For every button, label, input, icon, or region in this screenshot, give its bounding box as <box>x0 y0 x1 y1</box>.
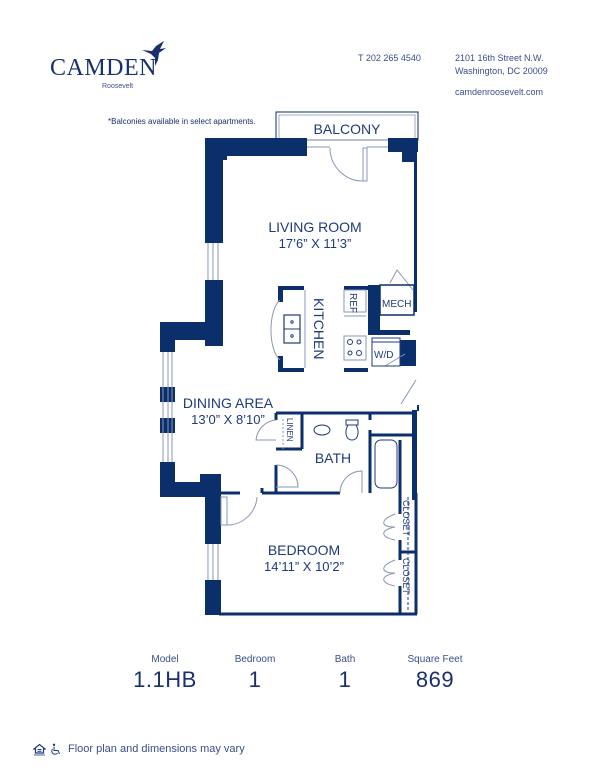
label-closet-2: CLOSET <box>401 558 411 595</box>
stat-model-value: 1.1HB <box>133 667 197 692</box>
label-closet-1: CLOSET <box>401 500 411 537</box>
stat-bath: Bath 1 <box>300 654 390 693</box>
refrigerator-icon <box>343 289 367 313</box>
phone-number: T 202 265 4540 <box>358 53 421 63</box>
stat-square-feet: Square Feet 869 <box>390 654 480 693</box>
label-living-room: LIVING ROOM <box>268 219 361 235</box>
label-mech: MECH <box>382 299 411 310</box>
hummingbird-icon <box>142 41 166 66</box>
label-dining-area: DINING AREA <box>183 395 274 411</box>
washer-dryer-icon <box>371 337 401 367</box>
stat-bedroom-label: Bedroom <box>234 654 276 665</box>
address: 2101 16th Street N.W. Washington, DC 200… <box>455 52 548 78</box>
balcony-note: *Balconies available in select apartment… <box>108 117 256 126</box>
address-line-2: Washington, DC 20009 <box>455 66 548 76</box>
brand-name: CAMDEN <box>50 55 158 81</box>
exterior-walls <box>160 138 419 615</box>
stat-sqft-value: 869 <box>415 667 455 692</box>
stat-model: Model 1.1HB <box>120 654 210 693</box>
label-ref: REF <box>347 293 358 313</box>
stat-bath-value: 1 <box>338 667 352 692</box>
stat-bedroom-value: 1 <box>248 667 262 692</box>
stat-bath-label: Bath <box>334 654 356 665</box>
dim-dining-area: 13’0” X 8’10” <box>191 412 265 427</box>
doors <box>220 146 417 612</box>
stove-icon <box>343 335 367 361</box>
label-bedroom: BEDROOM <box>268 542 340 558</box>
stat-model-label: Model <box>151 654 179 665</box>
unit-stats: Model 1.1HB Bedroom 1 Bath 1 Square Feet… <box>120 654 500 704</box>
camden-logo: CAMDEN Roosevelt <box>50 40 180 95</box>
sink-basin-icon <box>313 424 331 436</box>
label-kitchen: KITCHEN <box>311 298 327 359</box>
dim-living-room: 17’6” X 11’3” <box>279 236 352 251</box>
label-bath: BATH <box>315 450 351 466</box>
stat-sqft-label: Square Feet <box>407 654 463 665</box>
bath-fixtures <box>282 419 398 489</box>
community-name: Roosevelt <box>102 83 134 90</box>
footer: Floor plan and dimensions may vary <box>33 741 245 757</box>
wheelchair-accessible-icon <box>51 743 60 755</box>
interior-walls <box>219 411 418 616</box>
website-link[interactable]: camdenroosevelt.com <box>455 87 544 97</box>
kitchen-fixtures <box>270 284 415 368</box>
label-linen: LINEN <box>285 418 294 442</box>
address-line-1: 2101 16th Street N.W. <box>455 53 544 63</box>
stat-bedroom: Bedroom 1 <box>210 654 300 693</box>
dim-bedroom: 14’11” X 10’2” <box>264 559 344 574</box>
bathtub-icon <box>374 439 398 489</box>
windows <box>162 243 219 580</box>
label-wd: W/D <box>374 350 393 361</box>
toilet-icon <box>345 419 359 441</box>
equal-housing-icon <box>33 743 46 755</box>
label-balcony: BALCONY <box>314 121 382 137</box>
disclaimer-text: Floor plan and dimensions may vary <box>68 743 245 755</box>
